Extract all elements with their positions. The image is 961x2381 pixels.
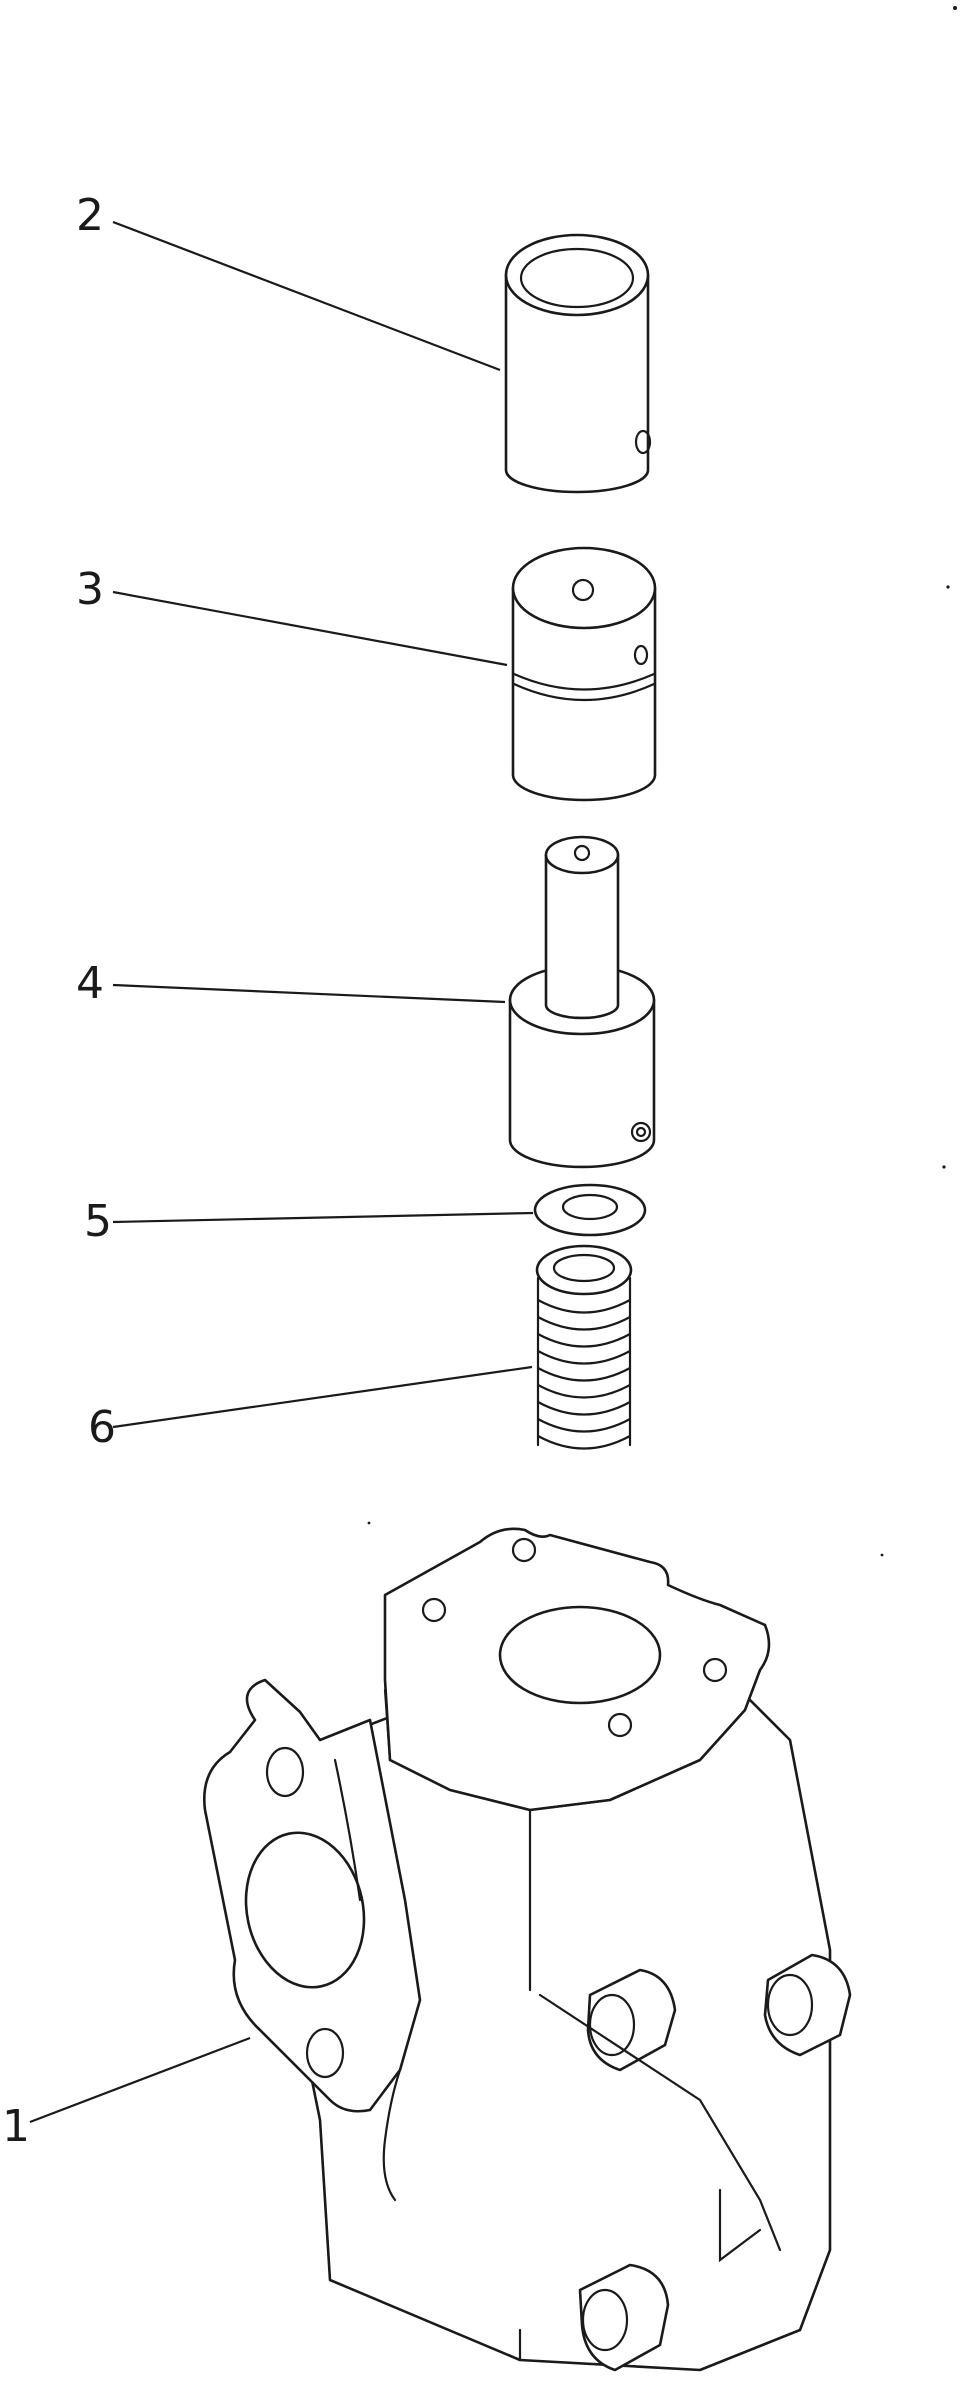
callout-2: 2 <box>76 190 104 241</box>
callout-6: 6 <box>88 1402 116 1453</box>
callout-1: 1 <box>2 2101 30 2152</box>
part-6-spring <box>535 1244 633 1450</box>
callout-leaders <box>29 220 534 2124</box>
leader-4 <box>112 983 506 1004</box>
part-5-washer <box>533 1183 647 1237</box>
callout-5: 5 <box>84 1196 112 1247</box>
leader-1 <box>29 2036 251 2124</box>
callout-3: 3 <box>76 564 104 615</box>
leader-2 <box>112 220 501 372</box>
callout-labels: 2 3 4 5 6 1 <box>2 190 116 2152</box>
scan-specks <box>367 6 957 1557</box>
callout-4: 4 <box>76 958 104 1009</box>
part-4-piston <box>508 835 656 1169</box>
leader-3 <box>112 590 508 667</box>
leader-5 <box>112 1211 534 1224</box>
part-2-sleeve <box>504 233 652 494</box>
leader-6 <box>112 1365 533 1429</box>
part-1-valve-body <box>203 1527 852 2372</box>
part-3-plug <box>511 546 657 802</box>
